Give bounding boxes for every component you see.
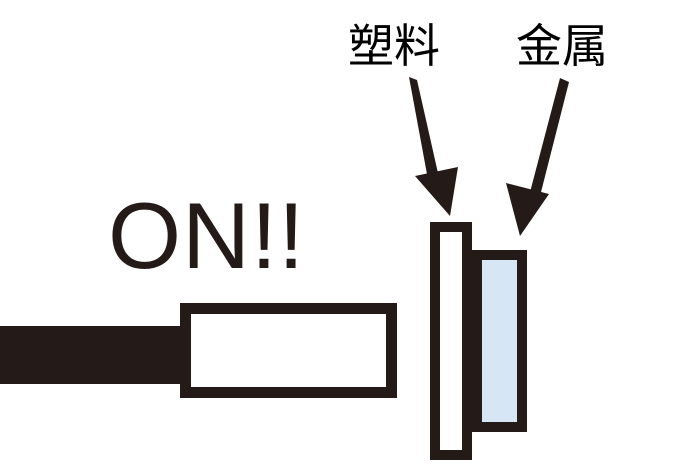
metal-label: 金属 — [516, 19, 608, 73]
metal-plate — [472, 250, 527, 432]
plastic-plate — [430, 222, 472, 460]
plastic-pointer-arrow — [409, 77, 458, 216]
sensor-head — [180, 303, 397, 398]
sensor-cable — [0, 326, 182, 384]
state-label: ON!! — [108, 183, 305, 288]
plastic-label: 塑料 — [348, 19, 440, 73]
metal-pointer-arrow — [506, 78, 569, 236]
